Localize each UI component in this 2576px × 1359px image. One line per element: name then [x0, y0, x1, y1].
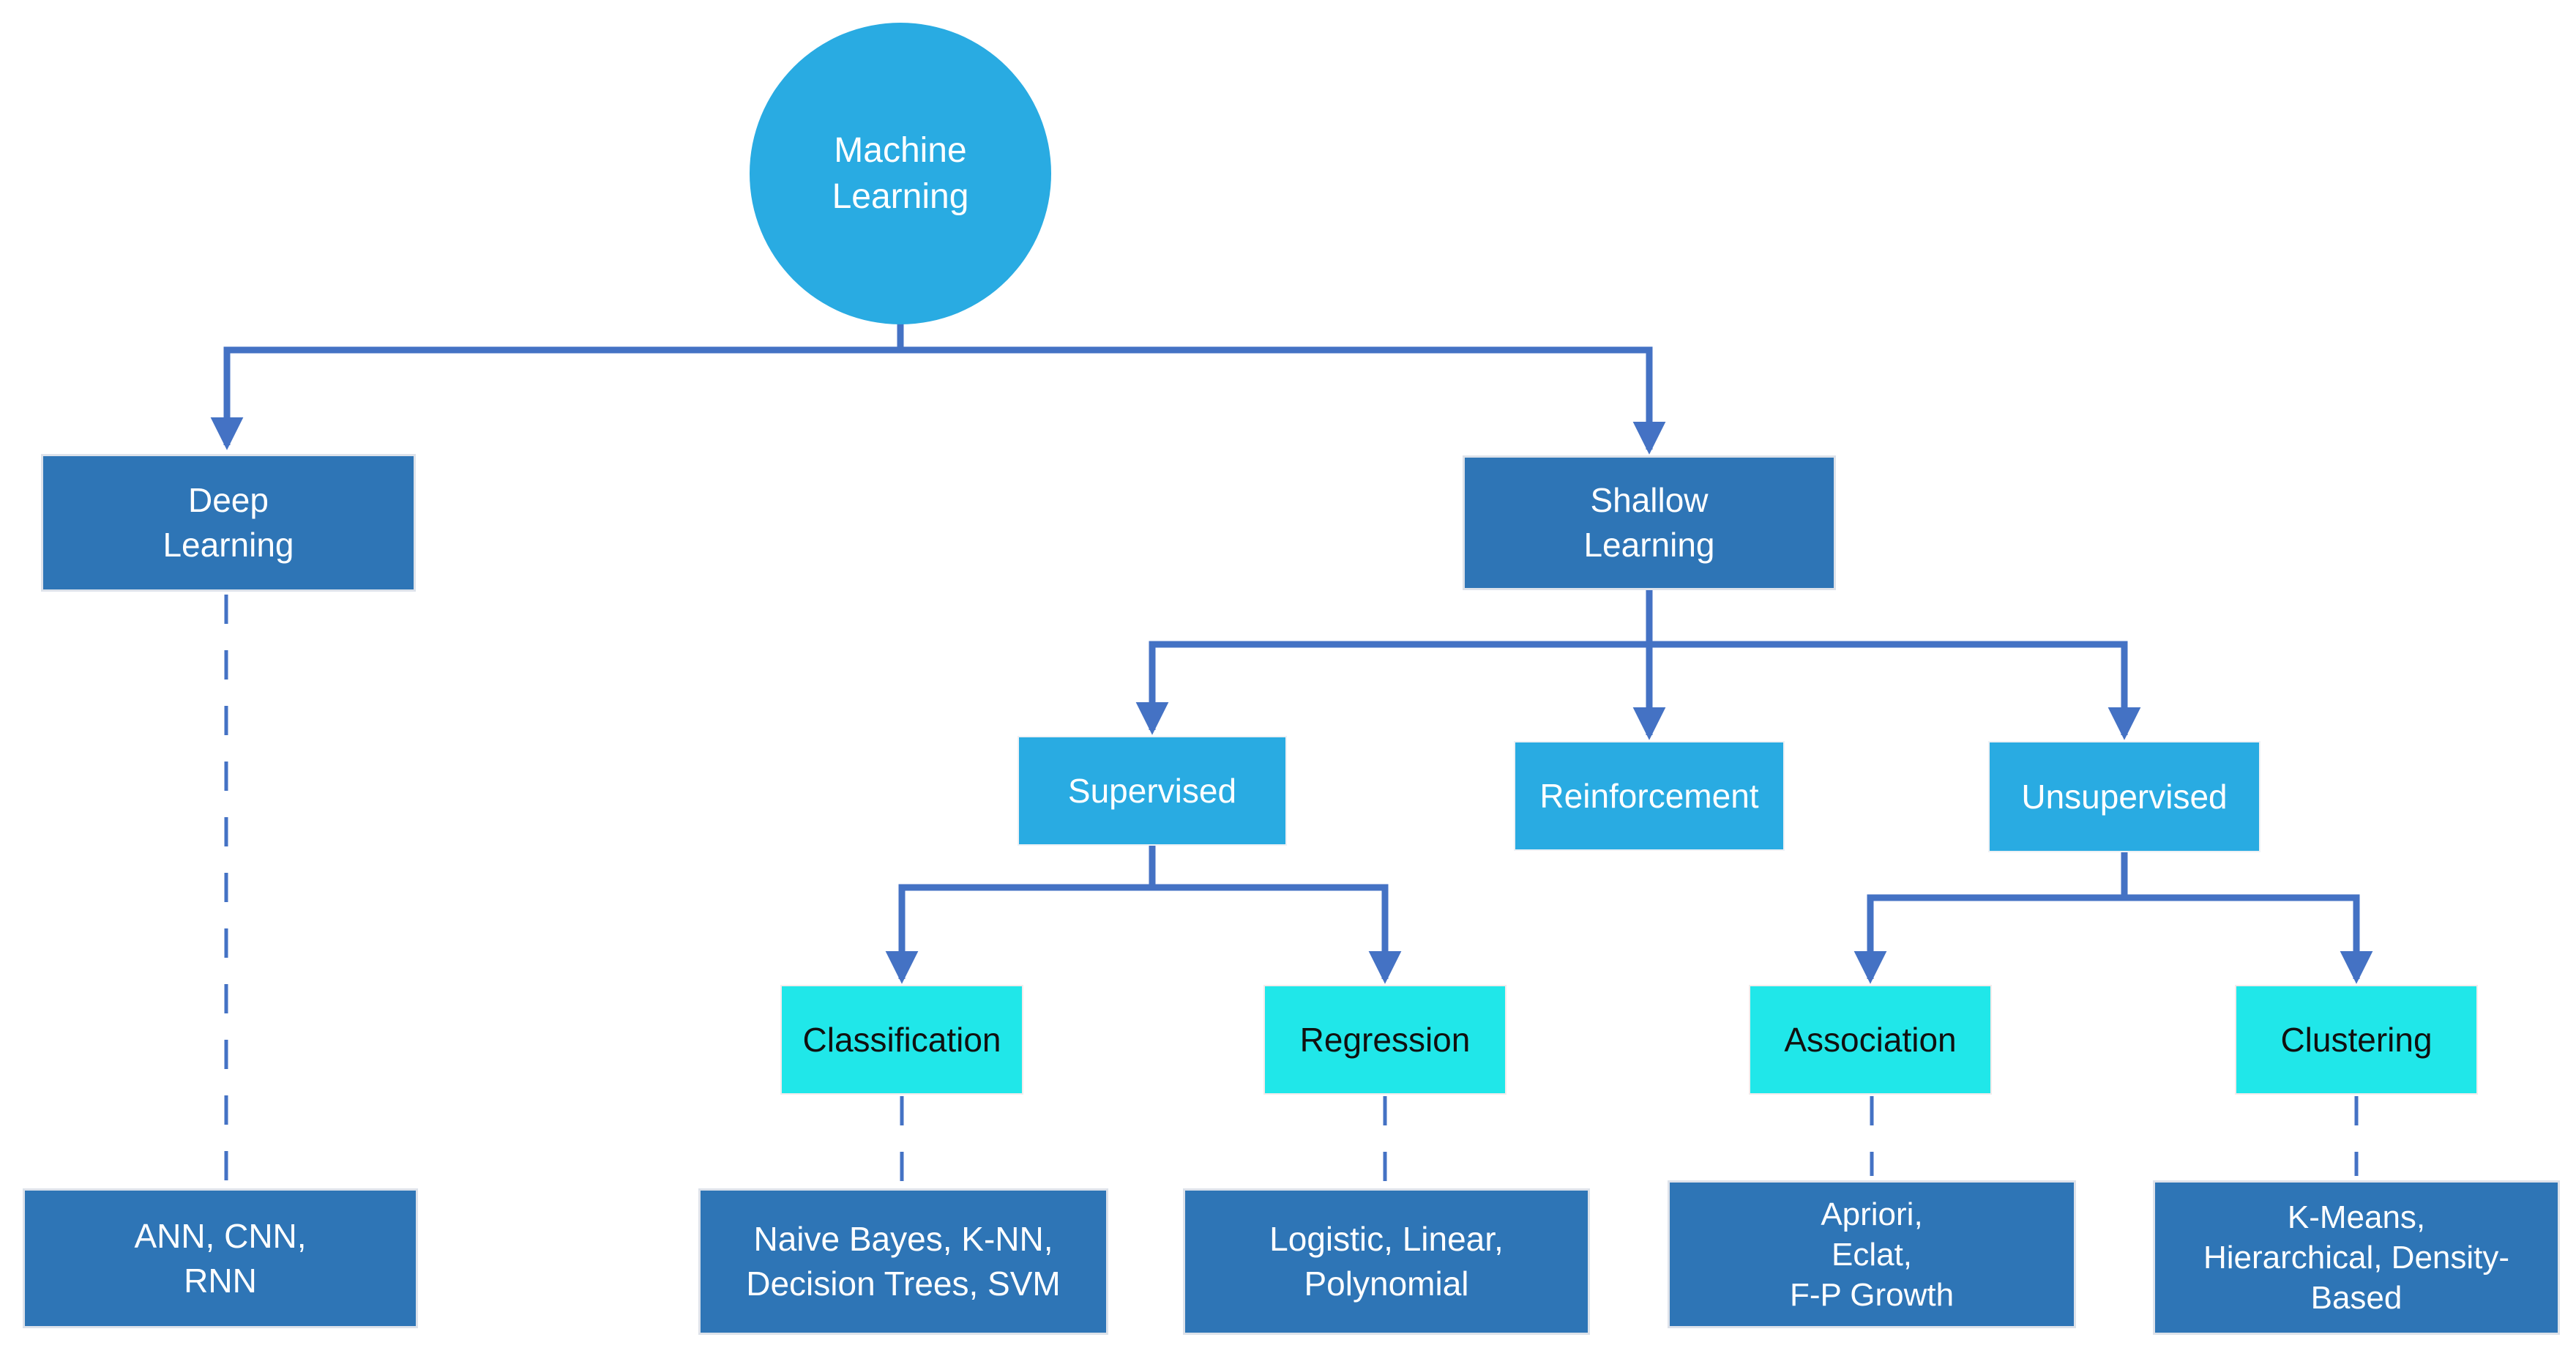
- node-shallow-learning: Shallow Learning: [1463, 455, 1836, 590]
- node-deep-learning: Deep Learning: [41, 454, 416, 592]
- node-reinforcement: Reinforcement: [1514, 741, 1785, 851]
- node-regression: Regression: [1263, 985, 1507, 1095]
- node-classification: Classification: [780, 985, 1023, 1095]
- edge-shallow-to-supervised-and-unsupervised: [1135, 641, 2141, 740]
- node-machine-learning: Machine Learning: [750, 23, 1051, 324]
- edge-supervised-to-classification-and-regression: [885, 884, 1402, 984]
- node-classification-algorithms: Naive Bayes, K-NN, Decision Trees, SVM: [698, 1188, 1108, 1335]
- node-clustering: Clustering: [2235, 985, 2478, 1095]
- node-clustering-algorithms: K-Means, Hierarchical, Density- Based: [2153, 1180, 2560, 1335]
- node-regression-algorithms: Logistic, Linear, Polynomial: [1183, 1188, 1590, 1335]
- node-unsupervised: Unsupervised: [1988, 741, 2260, 852]
- node-supervised: Supervised: [1018, 736, 1287, 846]
- node-association-algorithms: Apriori, Eclat, F-P Growth: [1668, 1180, 2076, 1328]
- node-association: Association: [1749, 985, 1992, 1095]
- edge-machine-learning-to-deep-and-shallow: [210, 346, 1666, 455]
- edge-unsupervised-to-association-and-clustering: [1853, 894, 2373, 984]
- node-deep-algorithms: ANN, CNN, RNN: [23, 1188, 418, 1328]
